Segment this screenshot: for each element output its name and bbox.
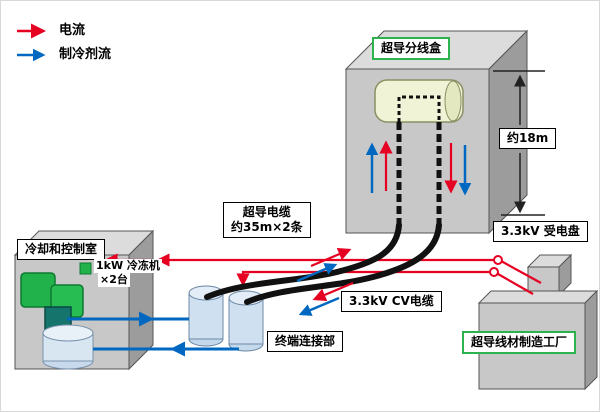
refrigerator-icon: [79, 262, 92, 275]
legend-refrigerant-label: 制冷剂流: [59, 47, 112, 62]
terminal-cylinders: [188, 285, 264, 352]
refrigerator-note-line1: 1kW 冷冻机: [94, 259, 162, 273]
dimension-18m: [493, 70, 545, 216]
connector-dot-upper: [493, 255, 503, 265]
junction-box-label: 超导分线盒: [372, 37, 451, 60]
terminal-label: 终端连接部: [267, 331, 344, 352]
factory-label: 超导线材制造工厂: [462, 331, 577, 354]
height-dimension-label: 约18m: [499, 128, 557, 149]
legend-current-label: 电流: [59, 23, 86, 38]
refrigerator-note-line2: ×2台: [98, 273, 130, 287]
sc-cable-label: 超导电缆 约35m×2条: [223, 202, 311, 238]
power-panel-label: 3.3kV 受电盘: [493, 221, 588, 242]
refrigerator-units: [20, 272, 84, 334]
power-panel-box: [526, 253, 573, 297]
cable-vertical-runs: [396, 122, 442, 227]
sc-cable-label-line1: 超导电缆: [242, 205, 291, 219]
junction-flow-arrows: [365, 140, 472, 196]
sc-cable-label-line2: 约35m×2条: [231, 220, 303, 234]
junction-tank: [374, 79, 464, 123]
cv-cable-label: 3.3kV CV电缆: [341, 291, 442, 312]
legend-arrows: [17, 23, 46, 62]
bundle-flow-arrows: [296, 248, 354, 316]
cooling-room-label: 冷却和控制室: [17, 239, 106, 260]
tank-internal-link: [397, 95, 441, 122]
refrigerant-lines: [67, 311, 239, 357]
connector-dot-lower: [489, 267, 499, 277]
cryostat-cylinder: [42, 324, 94, 370]
